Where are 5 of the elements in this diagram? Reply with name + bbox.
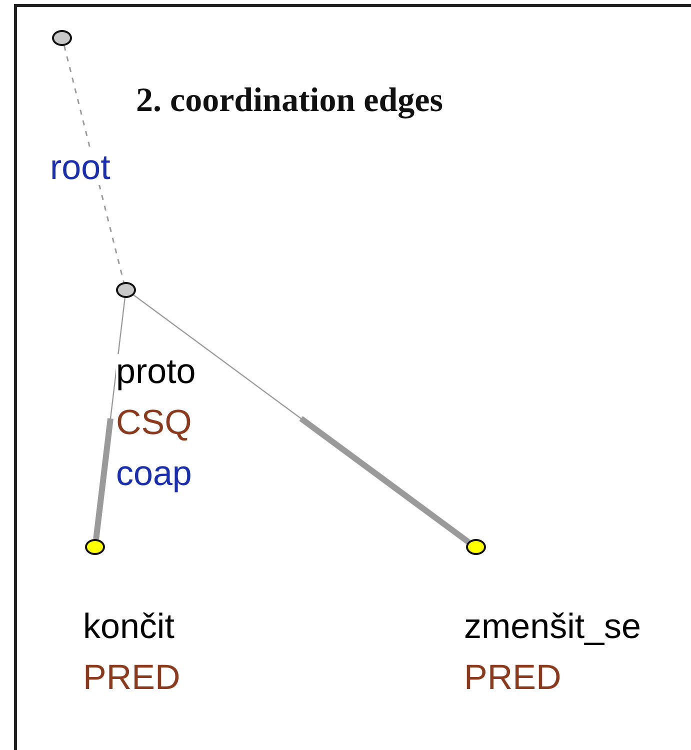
word-label: proto [116,354,196,389]
tree-edge [132,294,471,545]
root-label: root [50,150,110,185]
diagram-title: 2. coordination edges [136,82,443,120]
tree-edge [93,298,126,540]
